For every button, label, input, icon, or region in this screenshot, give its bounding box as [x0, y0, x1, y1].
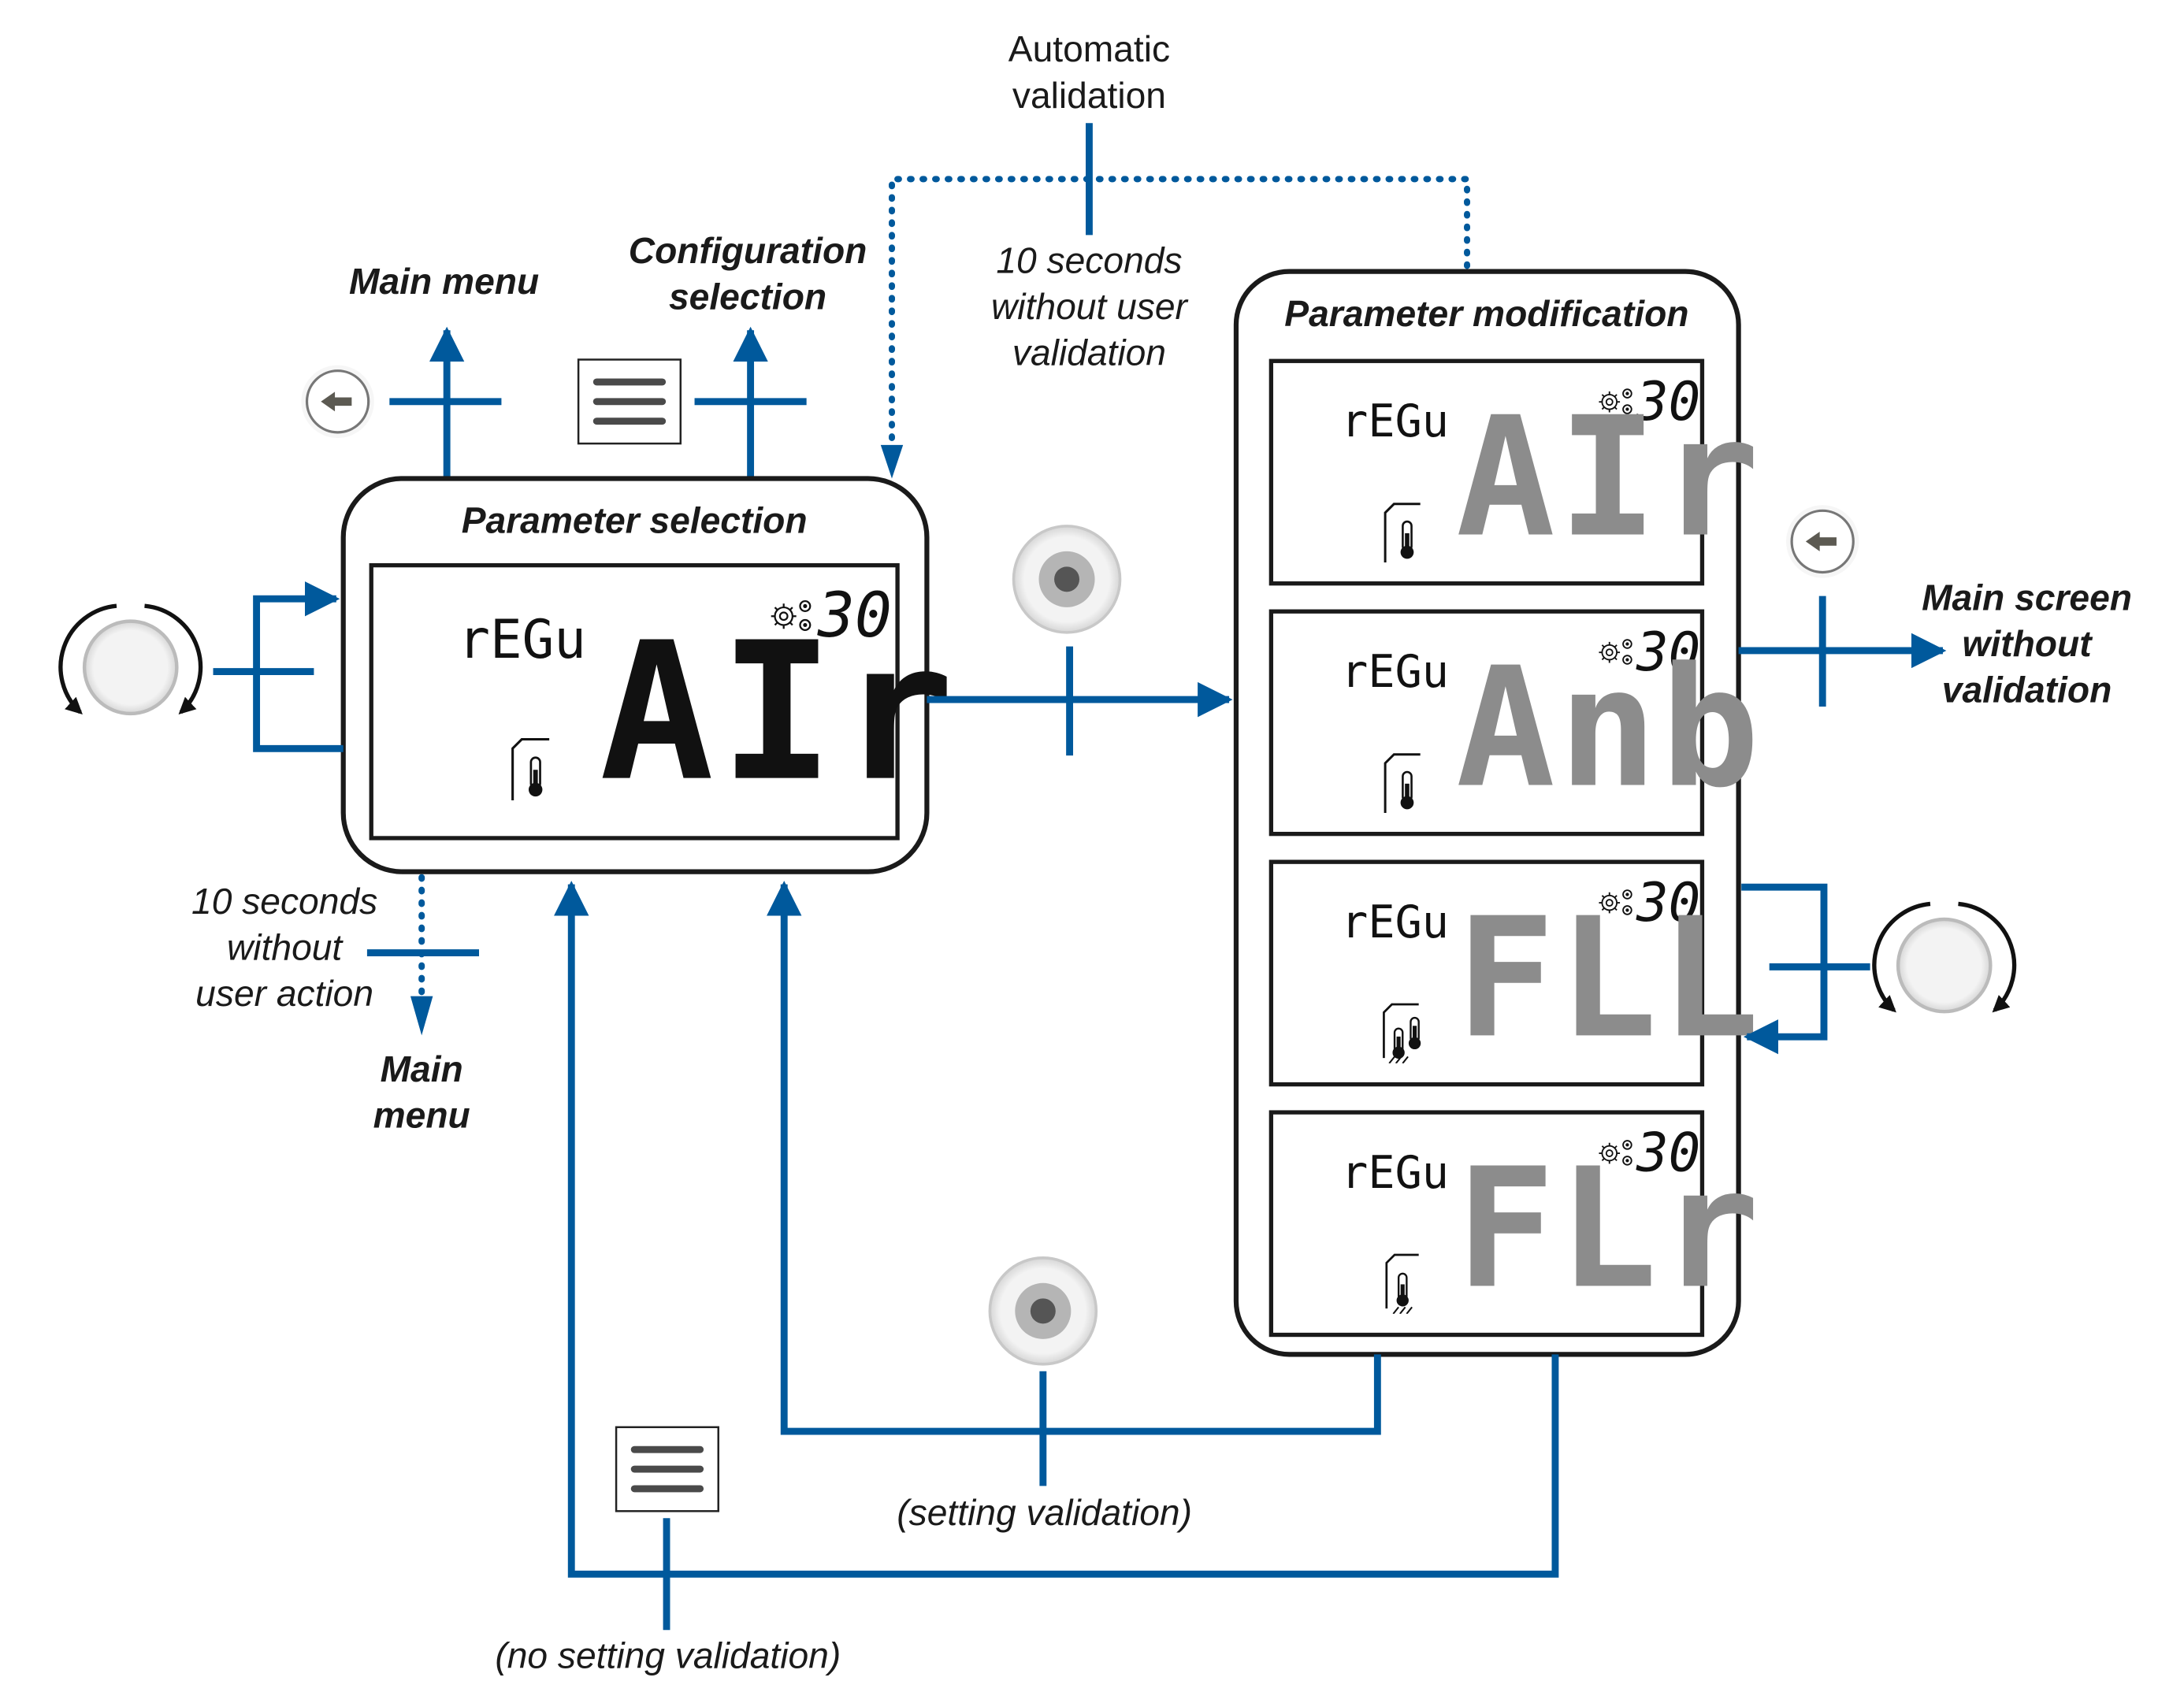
main-screen-line-3: validation [1942, 670, 2112, 711]
ok-button-bottom[interactable] [988, 1256, 1098, 1366]
timeout-validation-line-1: 10 seconds [996, 239, 1182, 280]
lcd-mode-text: rEGu [1341, 646, 1449, 698]
automatic-validation-dotted-path [889, 176, 1471, 466]
lcd-value-text: Anb [1456, 632, 1762, 824]
main-screen-line-1: Main screen [1922, 577, 2132, 618]
timeout-validation-line-2: without user [991, 286, 1189, 327]
main-menu-bottom-line-1: Main [381, 1048, 463, 1089]
ok-push-button-icon [1015, 1282, 1072, 1339]
back-button-right[interactable] [1786, 505, 1859, 578]
menu-button-bottom[interactable] [615, 1426, 719, 1512]
automatic-validation-line-2: validation [1012, 75, 1166, 116]
automatic-validation-line-1: Automatic [1008, 28, 1170, 69]
main-menu-bottom-line-2: menu [373, 1095, 470, 1136]
automatic-validation-arrowhead [880, 444, 904, 479]
parameter-selection-panel: Parameter selection rEGu 30 AIr [340, 476, 960, 874]
timeout-action-line-3: user action [195, 973, 373, 1014]
parameter-selection-lcd[interactable]: rEGu 30 AIr [369, 562, 960, 841]
rotary-knob-right[interactable] [1872, 901, 2017, 1014]
lcd-value-text: FLL [1456, 882, 1762, 1074]
back-arrow-icon [1805, 531, 1837, 551]
menu-button-top[interactable] [577, 358, 682, 445]
no-setting-validation-path [554, 881, 1559, 1578]
parameter-modification-title: Parameter modification [1284, 293, 1688, 334]
lcd-value-text: FLr [1456, 1133, 1762, 1325]
menu-hamburger-icon [592, 378, 667, 425]
lcd-code-text: 30 [1636, 370, 1700, 432]
ten-seconds-without-user-action-label: 10 seconds without user action [191, 881, 377, 1014]
setting-validation-label: (setting validation) [897, 1492, 1192, 1533]
timeout-action-arrowhead [410, 996, 433, 1036]
lcd-mode-text: rEGu [1341, 896, 1449, 948]
back-arrow-icon [321, 391, 352, 412]
rotary-knob-icon [1896, 917, 1993, 1014]
ok-push-button-icon [1038, 551, 1095, 607]
setting-validation-path [767, 881, 1381, 1435]
lcd-code-text: 30 [1636, 1122, 1700, 1184]
timeout-validation-line-3: validation [1012, 332, 1166, 373]
knob-loop-right-path [1741, 883, 1828, 1055]
rotary-knob-icon [82, 619, 179, 716]
lcd-frame [1268, 859, 1705, 1087]
configuration-selection-line-1: Configuration [629, 230, 867, 271]
lcd-value-text: AIr [600, 602, 960, 823]
lcd-mode-text: rEGu [1341, 1147, 1449, 1199]
menu-hamburger-icon [630, 1445, 704, 1493]
main-menu-top-label: Main menu [349, 261, 539, 302]
lcd-mode-text: rEGu [458, 608, 586, 670]
automatic-validation-label: Automatic validation [1008, 28, 1170, 116]
lcd-value-text: AIr [1456, 382, 1762, 574]
lcd-code-text: 30 [817, 580, 892, 651]
lcd-code-text: 30 [1636, 621, 1700, 683]
lcd-frame [1268, 1110, 1705, 1338]
timeout-action-line-2: without [227, 926, 344, 967]
configuration-selection-line-2: selection [669, 276, 826, 317]
parameter-selection-title: Parameter selection [462, 500, 808, 541]
rotary-knob-left[interactable] [58, 603, 203, 716]
no-setting-validation-label: (no setting validation) [495, 1635, 841, 1675]
lcd-frame [1268, 358, 1705, 586]
main-screen-line-2: without [1962, 623, 2093, 664]
lcd-mode-text: rEGu [1341, 395, 1449, 447]
ten-seconds-without-user-validation-label: 10 seconds without user validation [991, 239, 1189, 373]
back-button[interactable] [301, 365, 374, 438]
lcd-frame [1268, 609, 1705, 837]
main-screen-without-validation-label: Main screen without validation [1922, 577, 2132, 710]
ok-button-top[interactable] [1012, 525, 1122, 634]
lcd-code-text: 30 [1636, 871, 1700, 933]
timeout-action-line-1: 10 seconds [191, 881, 377, 922]
